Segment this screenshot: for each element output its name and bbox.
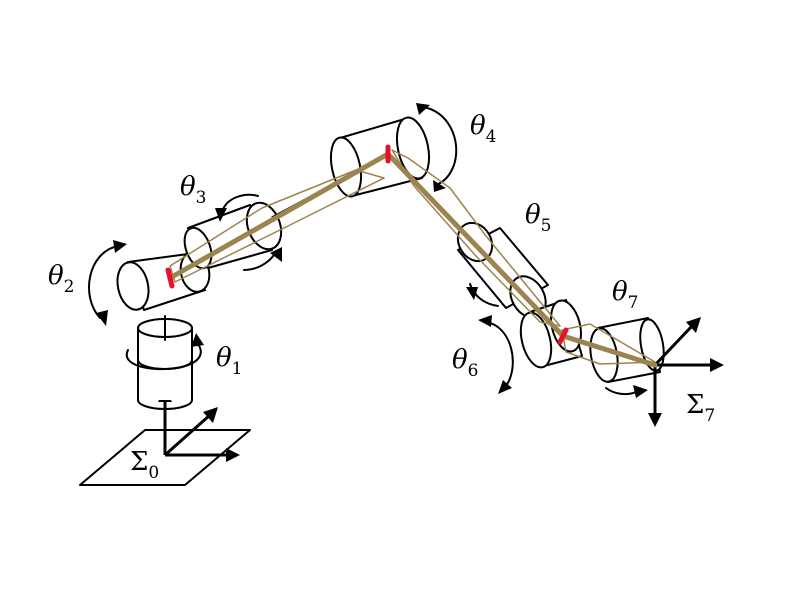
kinematic-skeleton-overlay [165,144,658,368]
base-y-arrowhead [203,407,218,423]
label-theta-2: θ2 [48,261,74,297]
base-y-axis [164,413,211,457]
joint-4-rotation-arrow [421,106,458,186]
ee-up-axis [653,324,694,367]
joint-4-end [395,116,431,180]
joint-5-rotation-arrow [469,283,499,307]
base-x-arrowhead [226,448,240,462]
joint-6 [478,299,583,394]
joint-7-end [639,318,665,372]
overlay-outline-segment-2 [391,149,561,327]
joint-marker-1 [165,267,175,289]
joint-7-rotation-arrow [605,387,637,396]
joint-2-rotation-arrow [88,245,119,319]
label-theta-3: θ3 [180,172,206,208]
label-theta-6: θ6 [452,345,478,381]
joint-4 [329,103,458,198]
label-theta-1: θ1 [216,343,242,379]
label-sigma-7: Σ7 [686,390,715,426]
joint-marker-3 [557,327,569,345]
label-theta-4: θ4 [470,111,496,147]
overlay-outline-segment-1 [169,169,385,283]
joint-6-rotation-arrow [485,321,514,387]
overlay-outline-segment-3 [561,323,656,365]
overlay-link-2 [385,151,566,339]
base-frame [79,388,251,486]
overlay-link-3 [560,333,658,368]
joint-1 [125,315,204,410]
label-theta-7: θ7 [612,277,638,313]
base-plate [79,429,251,486]
label-sigma-0: Σ0 [130,447,159,483]
label-theta-5: θ5 [525,200,551,236]
joint-1-rotation-arrow [125,343,202,371]
overlay-link-1 [167,151,391,281]
joint-6-end [519,311,553,369]
end-effector-frame [648,317,724,427]
joint-2-end [116,261,150,311]
